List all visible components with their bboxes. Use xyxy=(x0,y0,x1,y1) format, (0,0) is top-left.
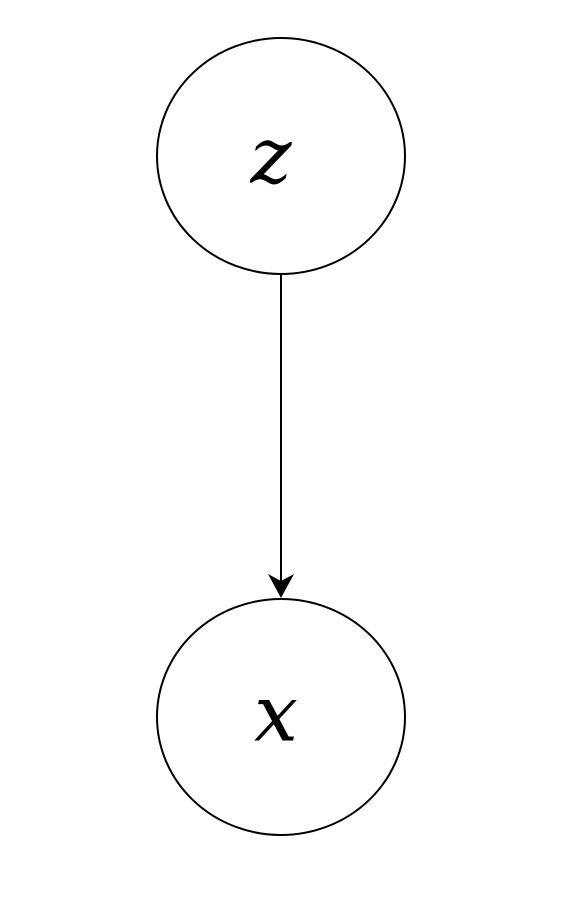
node-z: z xyxy=(156,37,406,275)
node-x: x xyxy=(156,598,406,836)
node-x-circle xyxy=(156,598,406,836)
edge-z-to-x xyxy=(268,274,294,598)
edge-z-to-x-arrowhead xyxy=(268,574,294,598)
node-z-label: z xyxy=(249,112,292,202)
node-x-label: x xyxy=(254,670,298,760)
